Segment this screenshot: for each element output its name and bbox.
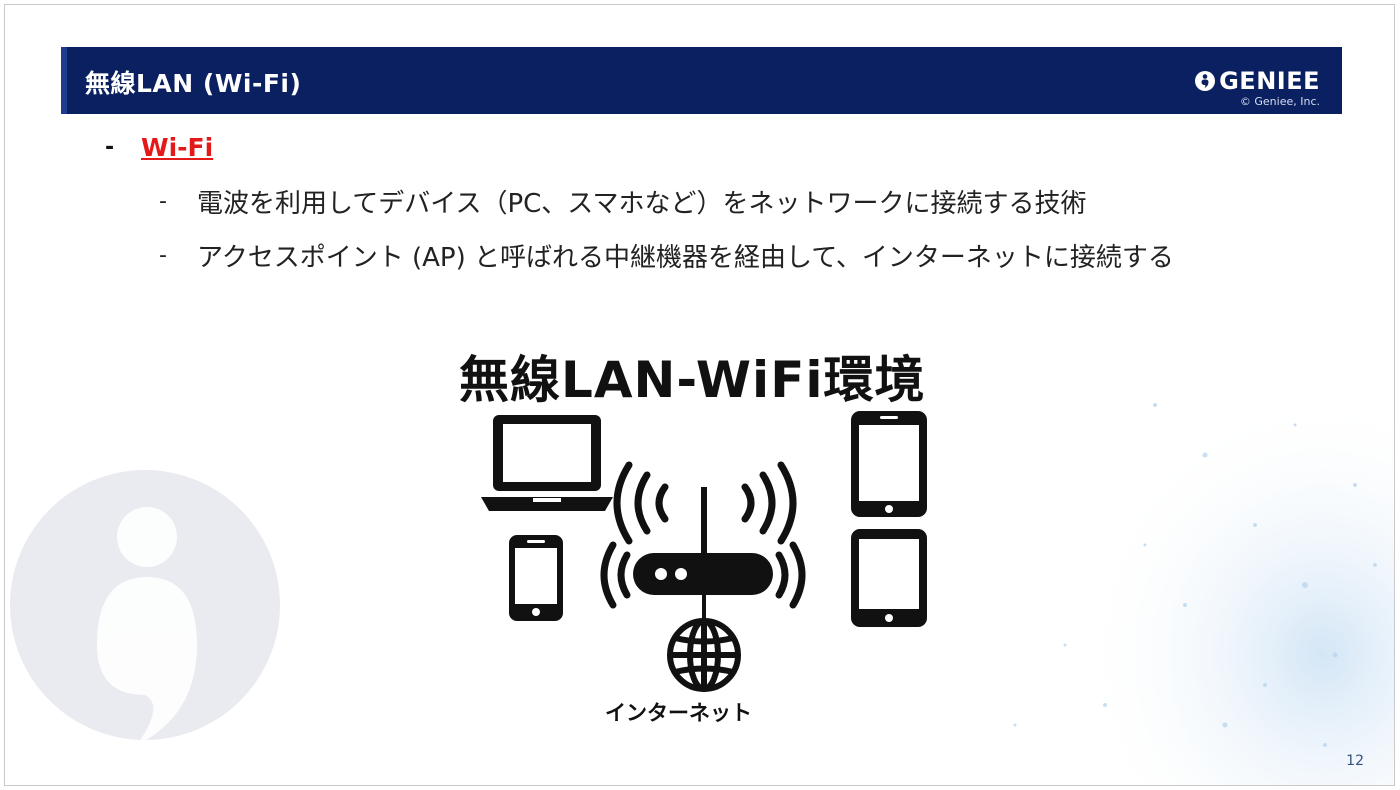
background-decoration [10,255,1394,785]
page-title: 無線LAN (Wi-Fi) [85,69,302,98]
wifi-diagram [481,411,927,692]
bullet-main: - Wi-Fi [105,133,213,162]
slide: 無線LAN (Wi-Fi) GENIEE © Geniee, Inc. - Wi… [4,4,1395,786]
smartphone-icon [509,535,563,621]
sub-item-text: アクセスポイント (AP) と呼ばれる中継機器を経由して、インターネットに接続す… [197,243,1174,273]
brand-logo-text: GENIEE [1219,67,1320,95]
wifi-signal-icon [600,461,806,609]
header-accent [61,47,67,114]
laptop-icon [481,415,613,511]
sub-dash: - [159,189,167,214]
copyright-text: © Geniee, Inc. [1239,95,1320,108]
tablet-icon [851,411,927,517]
sub-item-1: - 電波を利用してデバイス（PC、スマホなど）をネットワークに接続する技術 [159,183,1087,220]
sub-item-text: 電波を利用してデバイス（PC、スマホなど）をネットワークに接続する技術 [197,189,1087,219]
brand-logo: GENIEE [1194,67,1320,95]
page-number: 12 [1346,753,1364,769]
sub-item-2: - アクセスポイント (AP) と呼ばれる中継機器を経由して、インターネットに接… [159,237,1174,274]
geniee-logo-icon [1195,71,1216,91]
globe-icon [667,618,741,692]
diagram-title: 無線LAN-WiFi環境 [459,351,926,409]
wifi-heading-link[interactable]: Wi-Fi [141,133,214,162]
bullet-dash: - [105,135,115,160]
tablet-icon [851,529,927,627]
header-bar: 無線LAN (Wi-Fi) GENIEE © Geniee, Inc. [61,47,1342,114]
sub-dash: - [159,243,167,268]
router-icon [633,487,773,625]
internet-label: インターネット [605,701,752,725]
